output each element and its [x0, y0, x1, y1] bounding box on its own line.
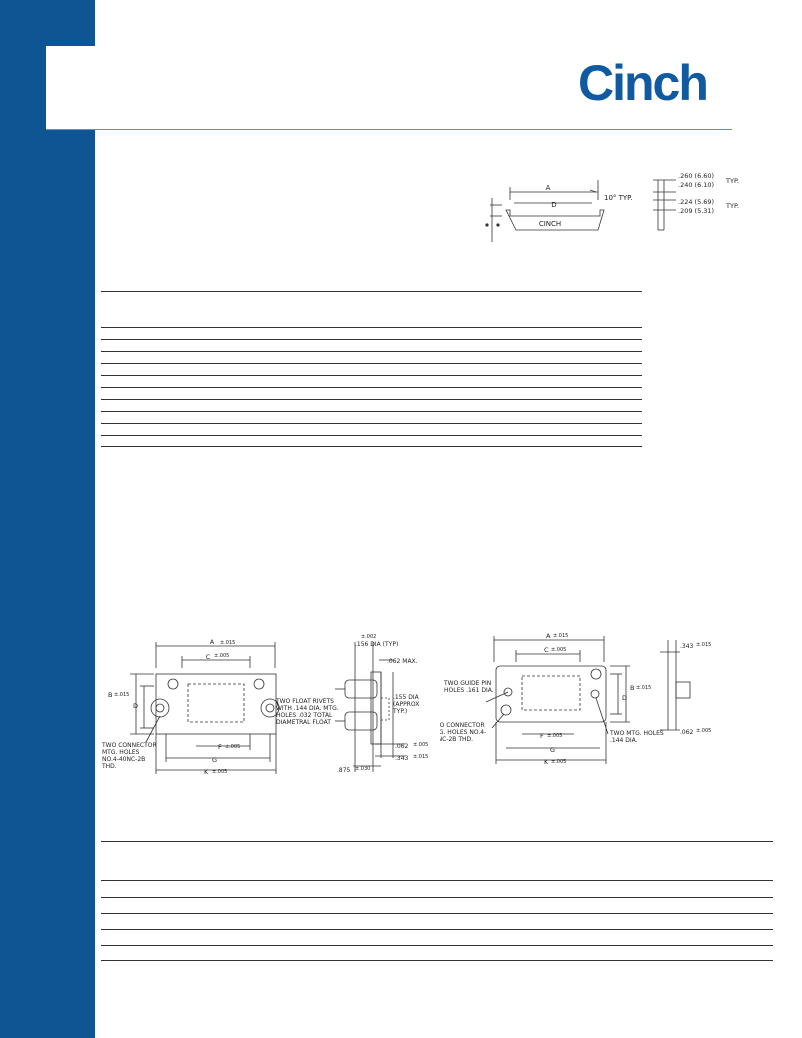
note-guide-pins: TWO GUIDE PIN HOLES .161 DIA. [444, 680, 494, 694]
tol-062: ±.005 [696, 728, 711, 734]
label-c: C [206, 653, 211, 661]
label-b: B [630, 684, 634, 692]
table-rule [101, 446, 642, 447]
table-rule [101, 375, 642, 376]
table-rule [101, 327, 642, 328]
label-cinch: CINCH [539, 220, 561, 228]
typ-1: TYP. [725, 177, 739, 185]
left-bracket-drawing: A ±.015 C ±.005 B ±.015 D F ±.005 G K ±.… [100, 638, 340, 788]
label-angle: 10° TYP. [604, 194, 633, 202]
note-mtg-holes: TWO MTG. HOLES .144 DIA. [610, 730, 664, 744]
label-a: A [546, 184, 551, 192]
table-rule [101, 411, 642, 412]
tol-k: ±.005 [212, 769, 227, 775]
tol-875: ±.030 [355, 766, 370, 772]
dim-2: .240 (6.10) [678, 181, 714, 189]
tol-f: ±.005 [225, 744, 240, 750]
dim-343: .343 [680, 643, 694, 650]
tol-f: ±.005 [547, 733, 562, 739]
table-rule [101, 363, 642, 364]
table-rule [101, 945, 773, 946]
tol-002: ±.002 [361, 634, 376, 640]
dim-875: .875 [337, 767, 351, 774]
dim-3: .224 (5.69) [678, 198, 714, 206]
header-rule [46, 129, 732, 130]
lower-table [101, 841, 773, 963]
tol-c: ±.005 [214, 653, 229, 659]
label-d: D [133, 702, 138, 710]
table-rule [101, 960, 773, 961]
label-a: A [546, 632, 551, 640]
upper-table [101, 291, 642, 451]
tol-a: ±.015 [220, 640, 235, 646]
table-rule [101, 897, 773, 898]
label-b: B [108, 691, 112, 699]
label-d: D [622, 694, 627, 702]
max-062: .062 MAX. [387, 658, 418, 665]
dim-343: .343 [395, 755, 409, 762]
tol-343: ±.015 [696, 642, 711, 648]
dim-062: .062 [395, 743, 409, 750]
table-rule [101, 435, 642, 436]
tol-062: ±.005 [413, 742, 428, 748]
label-k: K [544, 758, 549, 766]
side-view-drawing: .156 DIA (TYP) ±.002 .062 MAX. .155 DIA … [335, 632, 455, 780]
dim-062: .062 [680, 729, 694, 736]
header-tab [46, 46, 95, 130]
tol-c: ±.005 [551, 647, 566, 653]
table-rule [101, 913, 773, 914]
typ-2: TYP. [725, 202, 739, 210]
label-c: C [544, 646, 549, 654]
dim-1: .260 (6.60) [678, 172, 714, 180]
table-rule [101, 399, 642, 400]
table-rule [101, 841, 773, 842]
label-f: F [540, 732, 544, 740]
table-rule [101, 291, 642, 292]
note-connector-holes: TWO CONNECTOR MTG. HOLES NO.4-40NC-2B TH… [440, 722, 487, 743]
label-g: G [212, 756, 217, 764]
note-float-rivets: TWO FLOAT RIVETS WITH .144 DIA. MTG. HOL… [276, 698, 339, 726]
tol-b: ±.015 [114, 692, 129, 698]
table-rule [101, 339, 642, 340]
label-k: K [204, 768, 209, 776]
sidebar-band [0, 0, 95, 1038]
tol-343: ±.015 [413, 754, 428, 760]
dia-156: .156 DIA (TYP) [355, 641, 398, 648]
table-rule [101, 423, 642, 424]
cinch-logo: Cinch [578, 55, 709, 111]
tol-a: ±.015 [553, 633, 568, 639]
table-rule [101, 351, 642, 352]
right-bracket-drawing: A ±.015 C ±.005 B ±.015 D F ±.005 G K ±.… [440, 630, 740, 770]
tol-k: ±.005 [551, 759, 566, 765]
note-connector-holes: TWO CONNECTOR MTG. HOLES NO.4-40NC-2B TH… [102, 742, 157, 770]
table-rule [101, 880, 773, 881]
label-d: D [551, 201, 556, 209]
tol-b: ±.015 [636, 685, 651, 691]
label-f: F [218, 743, 222, 751]
label-g: G [550, 746, 555, 754]
table-rule [101, 929, 773, 930]
label-a: A [210, 638, 215, 646]
dim-4: .209 (5.31) [678, 207, 714, 215]
dia-155: .155 DIA (APPROX TYP.) [393, 694, 420, 715]
table-rule [101, 387, 642, 388]
top-connector-drawing: A D CINCH 10° TYP. .260 (6.60) .240 (6.1… [478, 170, 768, 250]
